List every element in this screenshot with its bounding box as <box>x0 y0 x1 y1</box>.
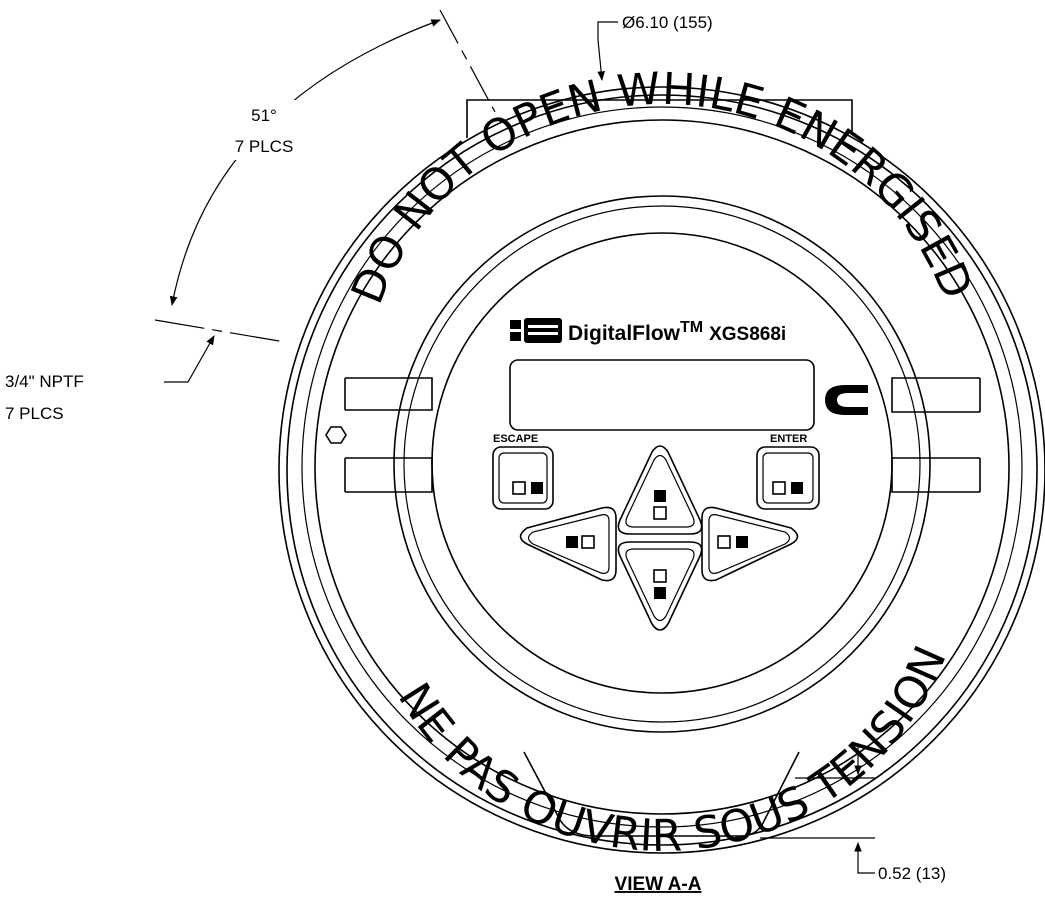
ring-text-bottom-path: NE PAS OUVRIR SOUS TENSION <box>388 639 957 862</box>
enter-button-icon-filled <box>791 482 803 494</box>
depth-label: 0.52 (13) <box>878 864 946 883</box>
hex-screw-icon <box>325 426 347 444</box>
right-arrow-button[interactable] <box>701 506 799 582</box>
display-window <box>509 359 815 431</box>
brand-logo-icon <box>510 318 562 343</box>
top-boss <box>466 99 853 138</box>
trademark-mark: TM <box>680 319 703 336</box>
angle-count-label: 7 PLCS <box>235 137 294 156</box>
ring-text-top-path: DO NOT OPEN WHILE ENERGISED <box>342 63 982 310</box>
up-arrow-button[interactable] <box>617 445 703 535</box>
enter-button[interactable] <box>756 446 820 510</box>
diameter-label: Ø6.10 (155) <box>622 13 713 32</box>
escape-button-icon <box>512 481 526 495</box>
diameter-dimension: Ø6.10 (155) <box>597 13 713 81</box>
device-title: DigitalFlowTM XGS868i <box>568 319 786 345</box>
ring-text-top: DO NOT OPEN WHILE ENERGISED <box>342 63 982 310</box>
angle-label: 51° <box>251 106 277 125</box>
escape-button-icon-filled <box>531 482 543 494</box>
model-name: XGS868i <box>709 324 786 345</box>
depth-dimension: 0.52 (13) <box>760 744 946 883</box>
view-label: VIEW A-A <box>615 874 702 895</box>
right-lug-lower <box>891 457 981 493</box>
thread-callout: 3/4" NPTF 7 PLCS <box>5 335 215 423</box>
brand-name: DigitalFlow <box>568 322 681 345</box>
left-lug-lower <box>344 457 433 493</box>
enter-label: ENTER <box>770 433 807 445</box>
down-arrow-button[interactable] <box>617 541 703 631</box>
right-lug-upper <box>891 377 981 413</box>
ring-text-bottom: NE PAS OUVRIR SOUS TENSION <box>388 639 957 862</box>
escape-label: ESCAPE <box>493 433 538 445</box>
thread-label: 3/4" NPTF <box>5 372 84 391</box>
enter-button-icon <box>772 481 786 495</box>
left-arrow-button[interactable] <box>519 506 617 582</box>
magnet-icon <box>825 385 868 415</box>
escape-button[interactable] <box>492 446 554 510</box>
left-lug-upper <box>344 377 433 411</box>
thread-count-label: 7 PLCS <box>5 404 64 423</box>
bottom-nozzle <box>523 751 800 837</box>
angle-dimension: 51° 7 PLCS <box>154 9 496 343</box>
